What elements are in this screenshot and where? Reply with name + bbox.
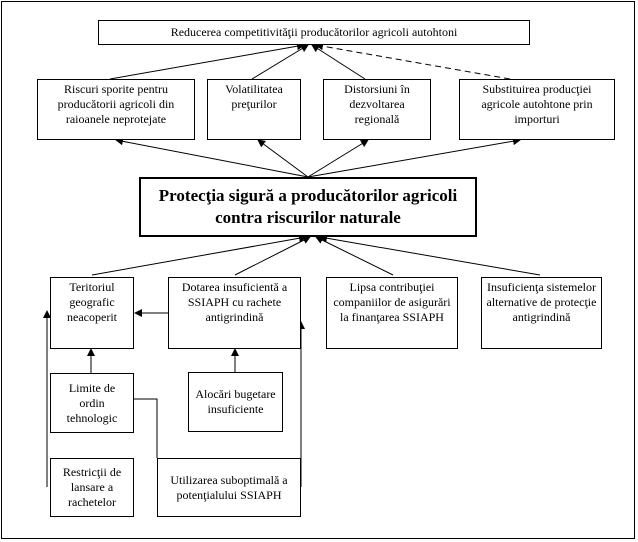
subcause-box-restrictii: Restricţii de lansare a rachetelor: [50, 458, 134, 517]
consequence-box-2: Volatilitatea preţurilor: [207, 79, 301, 140]
consequence-box-1: Riscuri sporite pentru producătorii agri…: [37, 79, 195, 140]
arrow-consequence-2-to-top: [251, 44, 309, 80]
consequence-text-2: Volatilitatea preţurilor: [225, 82, 283, 111]
subcause-text-utilizarea: Utilizarea suboptimală a potenţialului S…: [170, 472, 288, 502]
arrow-cause-1-to-center: [91, 234, 307, 276]
cause-box-4: Insuficienţa sistemelor alternative de p…: [481, 277, 602, 349]
cause-box-2: Dotarea insuficientă a SSIAPH cu rachete…: [168, 277, 301, 349]
arrow-cause-4-to-center: [319, 234, 541, 276]
cause-text-1: Teritoriul geografic neacoperit: [67, 280, 117, 324]
arrow-consequence-1-to-top: [109, 42, 305, 80]
arrow-center-to-consequence-3: [307, 139, 369, 178]
subcause-box-limite: Limite de ordin tehnologic: [50, 373, 134, 433]
arrow-cause-2-to-center: [234, 236, 311, 276]
arrow-center-to-consequence-4: [307, 137, 521, 178]
arrow-center-to-consequence-2: [257, 139, 309, 178]
subcause-box-alocari: Alocări bugetare insuficiente: [188, 372, 283, 432]
arrow-cause-3-to-center: [315, 236, 394, 276]
consequence-text-3: Distorsiuni în dezvoltarea regională: [344, 82, 410, 126]
cause-text-2: Dotarea insuficientă a SSIAPH cu rachete…: [181, 280, 288, 324]
subcause-text-restrictii: Restricţii de lansare a rachetelor: [62, 465, 122, 509]
subcause-text-limite: Limite de ordin tehnologic: [66, 380, 118, 425]
central-goal-box: Protecţia sigură a producătorilor agrico…: [139, 177, 477, 237]
consequence-text-1: Riscuri sporite pentru producătorii agri…: [57, 82, 175, 126]
arrow-consequence-3-to-top: [311, 44, 366, 80]
consequence-text-4: Substituirea producţiei agricole autohto…: [481, 82, 593, 126]
central-goal-text: Protecţia sigură a producătorilor agrico…: [158, 186, 458, 227]
cause-text-4: Insuficienţa sistemelor alternative de p…: [486, 280, 597, 324]
top-effect-box: Reducerea competitivităţii producătorilo…: [98, 20, 530, 45]
cause-text-3: Lipsa contribuţiei companiilor de asigur…: [333, 280, 451, 324]
consequence-box-4: Substituirea producţiei agricole autohto…: [459, 79, 615, 140]
arrow-center-to-consequence-1: [115, 137, 309, 178]
arrow-consequence-4-to-top: [315, 42, 511, 80]
top-effect-text: Reducerea competitivităţii producătorilo…: [170, 25, 458, 39]
consequence-box-3: Distorsiuni în dezvoltarea regională: [323, 79, 431, 140]
connector-limite-to-utilizarea: [133, 398, 158, 458]
cause-box-3: Lipsa contribuţiei companiilor de asigur…: [326, 277, 458, 349]
subcause-box-utilizarea: Utilizarea suboptimală a potenţialului S…: [157, 458, 301, 517]
subcause-text-alocari: Alocări bugetare insuficiente: [195, 387, 276, 416]
cause-box-1: Teritoriul geografic neacoperit: [50, 277, 134, 349]
